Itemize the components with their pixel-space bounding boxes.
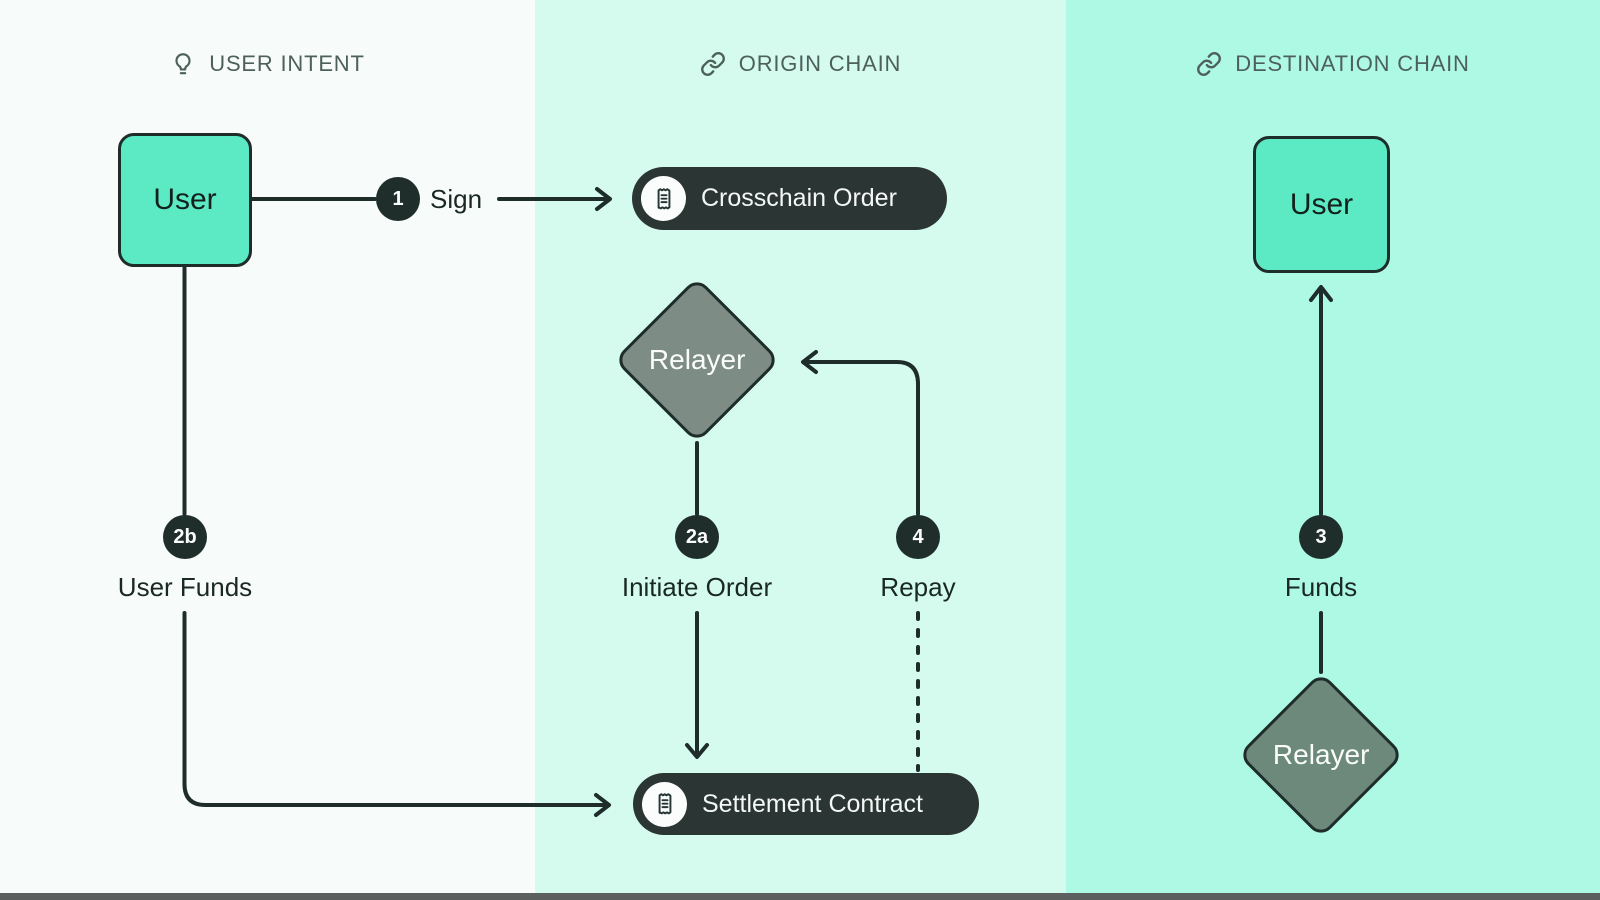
crosschain-order-node: Crosschain Order — [632, 167, 947, 230]
header-user-intent: USER INTENT — [0, 46, 535, 82]
step-label-sign: Sign — [430, 184, 483, 214]
settlement-contract-node: Settlement Contract — [633, 773, 979, 835]
user-funds-arrowhead — [594, 793, 611, 817]
receipt-icon — [657, 187, 670, 209]
step-label-funds: Funds — [1284, 572, 1358, 602]
relayer-node-label: Relayer — [648, 343, 746, 375]
badge-number: 3 — [1315, 525, 1327, 548]
funds-arrowhead — [1309, 285, 1333, 302]
step-badge-2a: 2a — [675, 515, 719, 559]
repay-arrowhead — [801, 350, 818, 374]
user-node-label: User — [1289, 187, 1354, 221]
step-badge-4: 4 — [896, 515, 940, 559]
link-icon — [700, 52, 725, 76]
line-user-funds-lower — [182, 611, 609, 807]
sign-arrowhead — [595, 187, 612, 211]
badge-number: 2b — [173, 525, 197, 548]
step-badge-3: 3 — [1299, 515, 1343, 559]
crosschain-order-label: Crosschain Order — [701, 184, 897, 212]
user-node-destination: User — [1253, 136, 1390, 273]
header-title: DESTINATION CHAIN — [1235, 51, 1470, 76]
step-badge-2b: 2b — [163, 515, 207, 559]
column-origin-chain — [535, 0, 1066, 893]
step-badge-1: 1 — [376, 177, 420, 221]
step-label-initiate-order: Initiate Order — [621, 572, 773, 602]
step-label-user-funds: User Funds — [117, 572, 253, 602]
initiate-arrowhead — [685, 743, 709, 759]
receipt-icon-circle — [642, 781, 687, 827]
settlement-contract-label: Settlement Contract — [702, 789, 923, 818]
line-repay-solid — [804, 360, 920, 516]
receipt-icon — [658, 793, 671, 815]
user-node-label: User — [153, 183, 217, 216]
step-label-repay: Repay — [880, 572, 956, 602]
badge-number: 2a — [685, 525, 709, 548]
header-title: USER INTENT — [209, 51, 365, 76]
receipt-icon-circle — [641, 176, 686, 221]
user-node-origin: User — [118, 133, 252, 267]
header-title: ORIGIN CHAIN — [738, 51, 902, 76]
header-origin-chain: ORIGIN CHAIN — [535, 46, 1066, 82]
bottom-edge-bar — [0, 893, 1600, 900]
relayer-node-label: Relayer — [1272, 738, 1370, 770]
badge-number: 1 — [392, 187, 404, 210]
header-destination-chain: DESTINATION CHAIN — [1066, 46, 1600, 82]
lightbulb-icon — [175, 53, 191, 75]
column-user-intent — [0, 0, 535, 893]
badge-number: 4 — [912, 525, 924, 548]
link-icon — [1197, 52, 1222, 76]
